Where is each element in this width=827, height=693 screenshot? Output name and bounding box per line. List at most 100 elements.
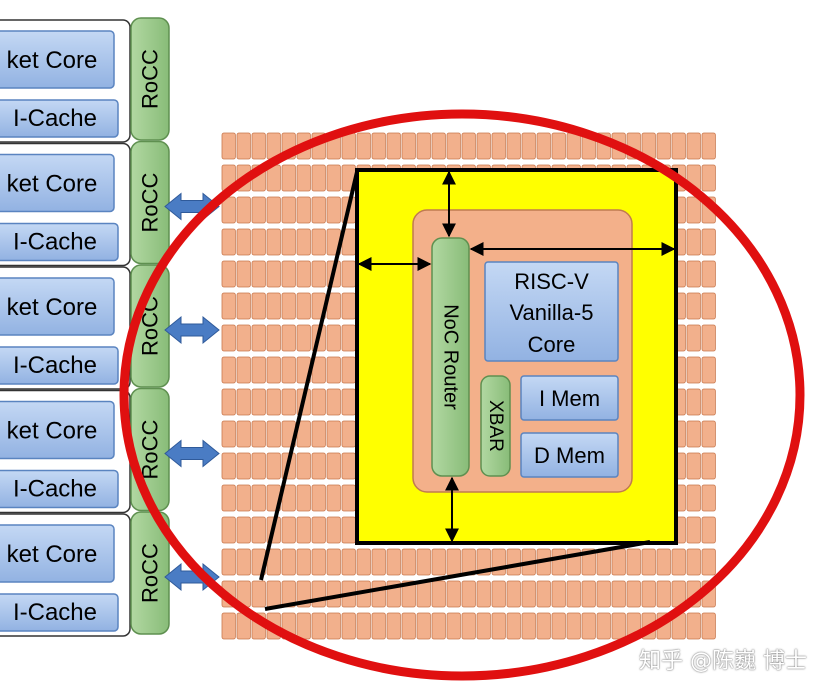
mesh-tile	[506, 580, 521, 608]
rocc-label: RoCC	[138, 49, 163, 109]
mesh-tile	[701, 164, 716, 192]
mesh-tile	[251, 260, 266, 288]
mesh-tile	[341, 452, 356, 480]
mesh-tile	[251, 324, 266, 352]
mesh-tile	[386, 132, 401, 160]
mesh-tile	[686, 324, 701, 352]
rocket-core-label: ket Core	[7, 294, 98, 321]
icache-label: I-Cache	[13, 105, 97, 132]
rocket-core-label: ket Core	[7, 47, 98, 74]
mesh-tile	[311, 420, 326, 448]
mesh-tile	[221, 484, 236, 512]
mesh-tile	[266, 580, 281, 608]
mesh-tile	[341, 516, 356, 544]
mesh-tile	[701, 260, 716, 288]
mesh-tile	[236, 388, 251, 416]
mesh-tile	[326, 452, 341, 480]
mesh-tile	[326, 612, 341, 640]
mesh-tile	[281, 196, 296, 224]
mesh-tile	[221, 452, 236, 480]
mesh-tile	[266, 420, 281, 448]
mesh-tile	[221, 292, 236, 320]
dmem-label: D Mem	[534, 443, 605, 468]
rocket-core-label: ket Core	[7, 171, 98, 198]
mesh-tile	[686, 484, 701, 512]
mesh-tile	[296, 164, 311, 192]
mesh-tile	[686, 516, 701, 544]
mesh-tile	[446, 580, 461, 608]
tile-detail-zoom: NoC Router RISC-V Vanilla-5 Core XBAR I …	[259, 168, 678, 611]
mesh-tile	[236, 228, 251, 256]
mesh-tile	[701, 452, 716, 480]
mesh-tile	[431, 580, 446, 608]
mesh-tile	[581, 612, 596, 640]
mesh-tile	[251, 388, 266, 416]
mesh-tile	[701, 324, 716, 352]
riscv-core-label-3: Core	[528, 332, 576, 357]
mesh-tile	[341, 356, 356, 384]
noc-router-box	[431, 237, 470, 477]
mesh-tile	[446, 548, 461, 576]
mesh-tile	[266, 292, 281, 320]
icache-box	[0, 222, 119, 262]
mesh-tile	[296, 228, 311, 256]
mesh-tile	[326, 420, 341, 448]
mesh-tile	[671, 548, 686, 576]
mesh-tile	[686, 356, 701, 384]
xbar-box	[480, 375, 511, 477]
riscv-core-label-1: RISC-V	[514, 269, 589, 294]
mesh-tile	[311, 228, 326, 256]
mesh-tile	[461, 612, 476, 640]
mesh-tile	[701, 388, 716, 416]
mesh-tile	[416, 132, 431, 160]
mesh-tile	[521, 132, 536, 160]
mesh-tile	[506, 132, 521, 160]
mesh-tile	[701, 516, 716, 544]
mesh-tile	[686, 420, 701, 448]
mesh-tile	[431, 612, 446, 640]
mesh-tile	[251, 580, 266, 608]
dmem-box	[520, 432, 619, 478]
mesh-tile	[356, 548, 371, 576]
mesh-tile	[641, 548, 656, 576]
mesh-tile	[686, 548, 701, 576]
mesh-tile	[296, 196, 311, 224]
mesh-tile	[236, 324, 251, 352]
mesh-tile	[431, 132, 446, 160]
mesh-tile	[296, 260, 311, 288]
mesh-tile	[401, 580, 416, 608]
mesh-tile	[326, 356, 341, 384]
zoom-line-left	[259, 171, 359, 581]
mesh-tile	[281, 388, 296, 416]
mesh-tile	[626, 580, 641, 608]
mesh-tile	[701, 548, 716, 576]
mesh-tile	[281, 548, 296, 576]
mesh-tile	[236, 292, 251, 320]
mesh-tile	[701, 484, 716, 512]
icache-box	[0, 469, 119, 509]
mesh-tile	[296, 484, 311, 512]
mesh-tile	[281, 356, 296, 384]
mesh-tile	[311, 164, 326, 192]
mesh-tile	[281, 516, 296, 544]
xbar-label: XBAR	[485, 400, 506, 452]
mesh-tile	[221, 516, 236, 544]
mesh-tile	[596, 612, 611, 640]
mesh-tile	[236, 356, 251, 384]
icache-label: I-Cache	[13, 352, 97, 379]
mesh-tile	[326, 516, 341, 544]
mesh-tile	[296, 324, 311, 352]
rocket-core-label: ket Core	[7, 418, 98, 445]
mesh-tile	[236, 548, 251, 576]
mesh-tile	[386, 612, 401, 640]
mesh-tile	[686, 452, 701, 480]
icache-box	[0, 99, 119, 138]
mesh-tile	[356, 132, 371, 160]
mesh-tile	[401, 548, 416, 576]
mesh-tile	[701, 356, 716, 384]
